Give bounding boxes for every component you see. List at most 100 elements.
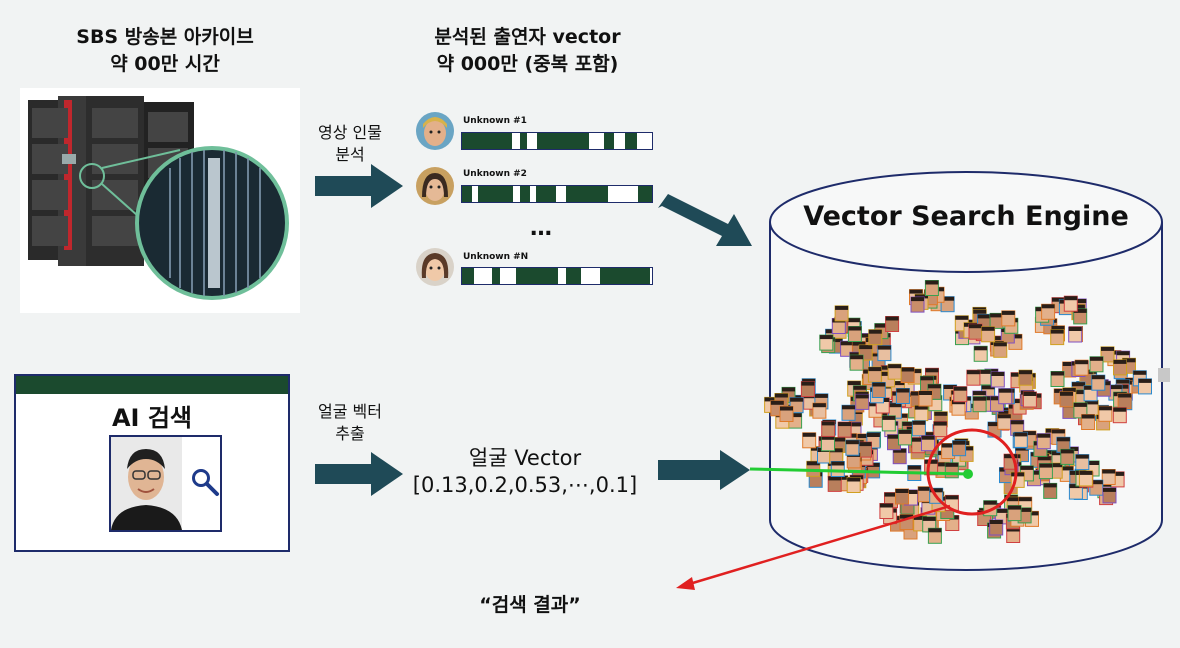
extract-arrow <box>315 452 403 496</box>
face-thumbnail-hair <box>1101 346 1114 351</box>
face-thumbnail-hair <box>1113 359 1127 364</box>
face-thumbnail-hair <box>893 448 907 453</box>
face-thumbnail-hair <box>972 391 986 396</box>
face-thumbnail-hair <box>989 520 1003 524</box>
archive-title: SBS 방송본 아카이브 약 00만 시간 <box>20 24 310 78</box>
face-thumbnail-hair <box>802 432 816 437</box>
face-thumbnail-hair <box>922 516 936 521</box>
face-thumbnail-hair <box>1111 471 1125 476</box>
face-thumbnail-hair <box>828 476 842 481</box>
face-thumbnail-hair <box>835 305 849 310</box>
face-thumbnail-hair <box>1074 390 1088 395</box>
face-thumbnail-hair <box>929 488 943 493</box>
face-thumbnail-hair <box>848 422 861 427</box>
face-thumbnail-hair <box>868 367 882 372</box>
face-thumbnail-hair <box>912 420 926 425</box>
face-thumbnail-hair <box>1039 463 1053 468</box>
face-thumbnail-hair <box>872 382 886 387</box>
face-thumbnail-hair <box>934 411 948 416</box>
face-thumbnail-hair <box>1091 375 1105 380</box>
server-rack-illustration <box>28 96 289 300</box>
face-thumbnail-hair <box>921 435 935 440</box>
analyze-label-line2: 분석 <box>335 145 365 164</box>
face-thumbnail-hair <box>802 378 816 383</box>
face-thumbnail-hair <box>850 355 864 360</box>
face-thumbnail-hair <box>1004 454 1018 459</box>
face-thumbnail-hair <box>983 396 997 401</box>
face-thumbnail-hair <box>845 440 859 445</box>
face-thumbnail-hair <box>1060 449 1074 454</box>
vector-bar-n <box>461 267 653 285</box>
face-thumbnail-hair <box>1116 351 1130 356</box>
face-vector: 얼굴 Vector [0.13,0.2,0.53,⋯,0.1] <box>400 445 650 499</box>
vectors-title-line2: 약 000만 (중복 포함) <box>436 53 619 75</box>
ai-search-title: AI 검색 <box>111 404 193 432</box>
face-thumbnail-hair <box>990 313 1004 318</box>
search-icon[interactable] <box>190 467 220 497</box>
ai-search-query-box[interactable] <box>109 435 222 532</box>
engine-title: Vector Search Engine <box>803 201 1129 232</box>
face-thumbnail-hair <box>1085 400 1099 405</box>
face-thumbnail-hair <box>981 385 995 390</box>
match-circle <box>926 428 1018 516</box>
face-thumbnail-hair <box>1062 387 1076 392</box>
face-thumbnail-hair <box>866 433 880 437</box>
face-thumbnail-hair <box>829 338 843 343</box>
face-thumbnail-hair <box>915 294 928 299</box>
face-thumbnail-hair <box>941 443 955 448</box>
face-thumbnail-hair <box>831 461 845 466</box>
index-arrow <box>658 194 752 246</box>
face-thumbnail-hair <box>898 429 912 434</box>
face-thumbnail-hair <box>1022 431 1036 436</box>
face-thumbnail-hair <box>1052 451 1065 456</box>
face-thumbnail-hair <box>966 370 980 375</box>
vectors-title: 분석된 출연자 vector 약 000만 (중복 포함) <box>395 24 660 78</box>
face-thumbnail-hair <box>1122 358 1136 363</box>
result-arrow <box>685 504 951 587</box>
face-thumbnail-hair <box>914 405 928 410</box>
face-thumbnail-hair <box>1072 382 1085 387</box>
query-face-photo <box>111 437 182 530</box>
face-thumbnail-hair <box>1079 470 1093 475</box>
face-thumbnail-hair <box>858 442 872 447</box>
face-thumbnail-hair <box>782 387 795 392</box>
face-thumbnail-hair <box>1090 356 1103 361</box>
face-thumbnail-hair <box>1001 310 1015 315</box>
face-thumbnail-hair <box>859 345 873 350</box>
face-thumbnail-hair <box>884 492 898 497</box>
face-thumbnail-hair <box>920 376 934 381</box>
face-thumbnail-hair <box>788 413 802 418</box>
face-thumbnail-hair <box>1098 406 1112 411</box>
face-thumbnail-hair <box>1102 469 1116 474</box>
face-thumbnail-hair <box>1073 299 1087 303</box>
face-thumbnail-hair <box>882 415 896 420</box>
face-thumbnail-hair <box>852 341 866 346</box>
analyze-label-line1: 영상 인물 <box>318 123 382 142</box>
face-avatar-n <box>416 248 454 286</box>
vector-bar-2 <box>461 185 653 203</box>
archive-title-line1: SBS 방송본 아카이브 <box>76 26 254 48</box>
face-thumbnail-hair <box>973 309 987 314</box>
vector-bar-1 <box>461 132 653 150</box>
face-thumbnail-hair <box>879 503 893 508</box>
face-thumbnail-hair <box>1014 432 1028 437</box>
face-thumbnail-hair <box>924 459 938 464</box>
face-thumbnail-hair <box>945 462 959 467</box>
face-thumbnail-hair <box>1018 507 1032 512</box>
face-thumbnail-hair <box>1075 360 1089 365</box>
face-thumbnail-hair <box>1084 385 1098 390</box>
face-thumbnail-hair <box>1044 450 1058 455</box>
face-thumbnail-hair <box>1008 505 1021 510</box>
face-avatar-2 <box>416 167 454 205</box>
face-embedding-cloud <box>764 280 1152 544</box>
face-thumbnail-hair <box>1118 393 1132 398</box>
face-thumbnail-hair <box>1068 327 1082 331</box>
face-thumbnail-hair <box>874 323 888 328</box>
face-thumbnail-hair <box>1006 527 1020 532</box>
face-thumbnail-hair <box>1060 391 1073 396</box>
face-thumbnail-hair <box>1051 371 1064 376</box>
face-thumbnail-hair <box>960 446 974 451</box>
face-thumbnail-hair <box>855 394 869 399</box>
face-thumbnail-hair <box>964 320 978 324</box>
face-thumbnail-hair <box>923 432 937 437</box>
